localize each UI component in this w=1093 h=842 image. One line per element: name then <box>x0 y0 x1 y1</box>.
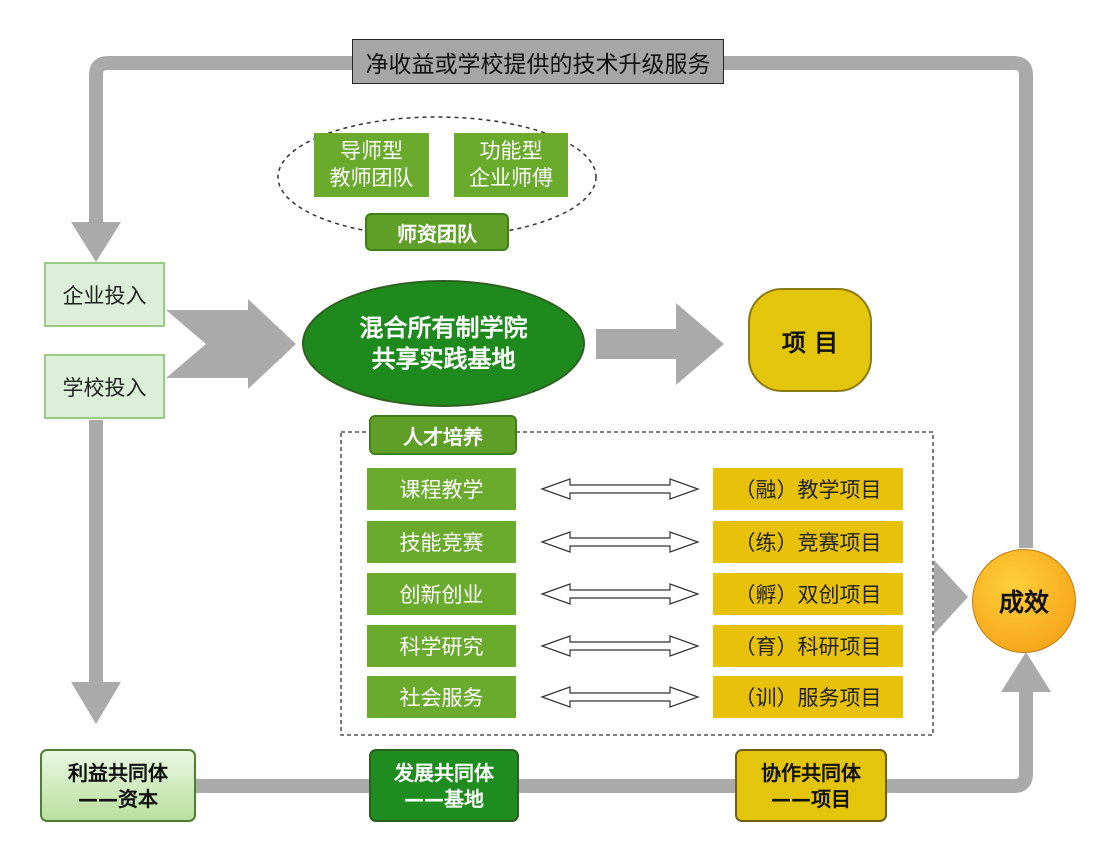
enterprise-input-box: 企业投入 <box>44 262 165 327</box>
input-down-arrowhead-icon <box>71 682 121 724</box>
collaboration-community-line-1: 协作共同体 <box>761 760 861 785</box>
functional-master-box: 功能型 企业师傅 <box>454 133 568 197</box>
input-down-connector <box>89 420 103 682</box>
bottom-connector-line <box>196 690 1033 793</box>
mentor-team-line-1: 导师型 <box>340 139 403 163</box>
bottom-up-arrowhead-icon <box>1001 652 1051 692</box>
collaboration-community-box: 协作共同体 ——项目 <box>735 749 887 822</box>
activity-skills-competition: 技能竞赛 <box>367 521 516 563</box>
development-community-line-2: ——基地 <box>404 786 484 811</box>
interest-community-box: 利益共同体 ——资本 <box>40 749 196 822</box>
mentor-teacher-team-box: 导师型 教师团队 <box>314 133 429 197</box>
result-competition-project: （练）竞赛项目 <box>713 521 903 563</box>
result-service-project: （训）服务项目 <box>713 676 903 718</box>
activity-scientific-research: 科学研究 <box>367 625 516 667</box>
teacher-team-dashed-ellipse <box>277 116 597 238</box>
core-line-1: 混合所有制学院 <box>359 313 528 342</box>
activity-innovation-entrepreneurship: 创新创业 <box>367 573 516 615</box>
merge-chevron-arrow-icon <box>166 299 296 389</box>
core-to-project-arrow-icon <box>596 303 724 385</box>
double-arrow-icon <box>540 686 700 708</box>
feedback-arrowhead-icon <box>71 222 121 262</box>
core-mixed-ownership-ellipse: 混合所有制学院 共享实践基地 <box>302 280 585 407</box>
development-community-box: 发展共同体 ——基地 <box>369 749 519 822</box>
double-arrow-icon <box>540 478 700 500</box>
effect-circle: 成效 <box>972 549 1076 653</box>
feedback-label: 净收益或学校提供的技术升级服务 <box>352 39 724 84</box>
talent-training-tag: 人才培养 <box>369 415 517 455</box>
functional-team-line-1: 功能型 <box>479 139 543 163</box>
school-input-box: 学校投入 <box>44 354 165 419</box>
result-research-project: （育）科研项目 <box>713 625 903 667</box>
development-community-line-1: 发展共同体 <box>394 760 494 785</box>
core-line-2: 共享实践基地 <box>371 344 516 373</box>
mentor-team-line-2: 教师团队 <box>329 166 414 190</box>
activity-course-teaching: 课程教学 <box>367 468 516 510</box>
talent-to-effect-arrow-icon <box>934 560 968 634</box>
teacher-team-tag: 师资团队 <box>365 213 509 251</box>
result-innovation-project: （孵）双创项目 <box>713 573 903 615</box>
result-teaching-project: （融）教学项目 <box>713 468 903 510</box>
double-arrow-icon <box>540 635 700 657</box>
double-arrow-icon <box>540 583 700 605</box>
talent-dashed-region <box>340 431 934 736</box>
activity-social-service: 社会服务 <box>367 676 516 718</box>
interest-community-line-1: 利益共同体 <box>68 760 168 785</box>
functional-team-line-2: 企业师傅 <box>469 166 553 190</box>
project-box: 项 目 <box>748 288 872 392</box>
interest-community-line-2: ——资本 <box>78 786 158 811</box>
collaboration-community-line-2: ——项目 <box>771 786 851 811</box>
double-arrow-icon <box>540 531 700 553</box>
